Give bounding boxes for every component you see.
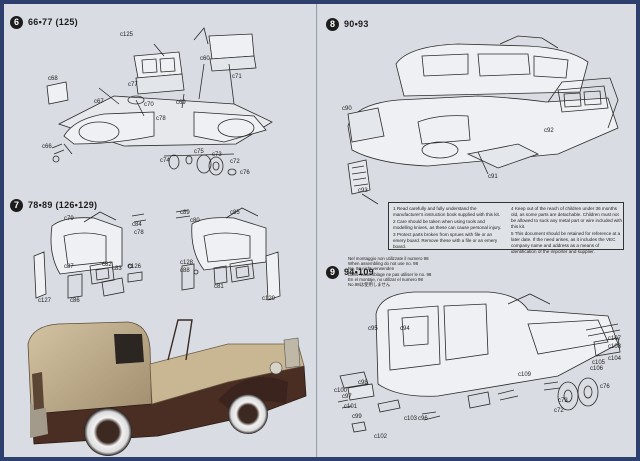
not-used-line: When assembling do not use no. 98 — [348, 261, 419, 267]
part-label: c100 — [334, 388, 348, 394]
not-used-line: No.98は使用しません — [348, 282, 391, 288]
step-9-range: 94•109 — [344, 267, 374, 277]
part-label: c94 — [400, 326, 410, 332]
note-item: 1 Read carefully and fully understand th… — [393, 206, 501, 217]
part-label: c78 — [134, 230, 144, 236]
safety-notes-box: 1 Read carefully and fully understand th… — [388, 202, 624, 254]
instruction-sheet-spread: 6 66•77 (125) — [4, 4, 636, 457]
part-label: c81 — [214, 284, 224, 290]
part-label: c97 — [342, 394, 352, 400]
step-8-badge: 8 — [326, 18, 339, 31]
part-label: c84 — [132, 222, 142, 228]
part-label: c66 — [42, 144, 52, 150]
step-7-badge: 7 — [10, 199, 23, 212]
part-label: c102 — [374, 434, 388, 440]
left-page: 6 66•77 (125) — [4, 4, 317, 457]
part-label: c128 — [180, 260, 194, 266]
part-label: c105 — [592, 360, 606, 366]
part-label: c77 — [128, 82, 138, 88]
part-label: c85 — [230, 210, 240, 216]
right-page: 8 90•93 — [318, 4, 636, 457]
part-label: c108 — [608, 344, 622, 350]
part-label: c99 — [352, 414, 362, 420]
step-7-body-diagram — [33, 207, 281, 301]
part-label: c86 — [70, 298, 80, 304]
part-label: c75 — [194, 149, 204, 155]
not-used-line: En el montaje, no utilizar el numero 98 — [348, 276, 423, 282]
step-6-chassis-diagram — [46, 27, 273, 176]
part-label: c127 — [38, 298, 52, 304]
step-8-body-diagram — [347, 35, 619, 205]
part-label: c98 — [358, 380, 368, 386]
part-label: c107 — [608, 336, 622, 342]
part-label: c87 — [64, 264, 74, 270]
step-9-final-assembly-diagram — [337, 291, 621, 433]
step-6-badge: 6 — [10, 16, 23, 29]
part-label: c74 — [160, 158, 170, 164]
part-label: c93 — [358, 188, 368, 194]
part-label: c69 — [176, 100, 186, 106]
part-label: c68 — [48, 76, 58, 82]
not-used-line: Nel montaggio non utilizzate il numero 9… — [348, 256, 429, 261]
part-label: c80 — [190, 218, 200, 224]
part-label: c82 — [102, 262, 112, 268]
part-label: c78 — [156, 116, 166, 122]
part-label: c67 — [94, 99, 104, 105]
part-label: c109 — [518, 372, 532, 378]
not-used-note: Nel montaggio non utilizzate il numero 9… — [348, 256, 468, 287]
note-item: 5 This document should be retained for r… — [511, 231, 621, 254]
part-label: c79 — [64, 216, 74, 222]
note-item: 4 Keep out of the reach of children unde… — [511, 206, 623, 229]
part-label: c125 — [120, 32, 134, 38]
part-label: c83 — [112, 266, 122, 272]
step-8-range: 90•93 — [344, 19, 369, 29]
note-item: 2 Care should be taken when using tools … — [393, 219, 502, 230]
part-label: c76 — [240, 170, 250, 176]
not-used-line: Dans l'assemblage ne pas utiliser le no.… — [348, 271, 432, 277]
finished-car-photo — [18, 304, 308, 457]
part-label: c95 — [368, 326, 378, 332]
part-label: c90 — [342, 106, 352, 112]
part-label: c73 — [558, 398, 568, 404]
part-label: c101 — [344, 404, 358, 410]
part-label: c96 — [418, 416, 428, 422]
part-label: c60 — [200, 56, 210, 62]
part-label: c73 — [212, 152, 222, 158]
step-7-range: 78•89 (126•129) — [28, 200, 98, 210]
part-label: c72 — [230, 159, 240, 165]
note-item: 3 Protect parts broken from sprues with … — [393, 232, 498, 249]
notes-column-1: 1 Read carefully and fully understand th… — [393, 206, 505, 251]
part-label: c72 — [554, 408, 564, 414]
part-label: c89 — [180, 210, 190, 216]
part-label: c106 — [590, 366, 604, 372]
step-6-range: 66•77 (125) — [28, 17, 78, 27]
part-label: c103 — [404, 416, 418, 422]
part-label: c104 — [608, 356, 622, 362]
part-label: c76 — [600, 384, 610, 390]
step-9-badge: 9 — [326, 266, 339, 279]
part-label: c129 — [262, 296, 276, 302]
not-used-line: No. 98 nicht verwenden — [348, 266, 395, 272]
part-label: c88 — [180, 268, 190, 274]
part-label: c91 — [488, 174, 498, 180]
part-label: c71 — [232, 74, 242, 80]
part-label: c92 — [544, 128, 554, 134]
notes-column-2: 4 Keep out of the reach of children unde… — [511, 206, 623, 256]
part-label: c70 — [144, 102, 154, 108]
part-label: c126 — [128, 264, 142, 270]
